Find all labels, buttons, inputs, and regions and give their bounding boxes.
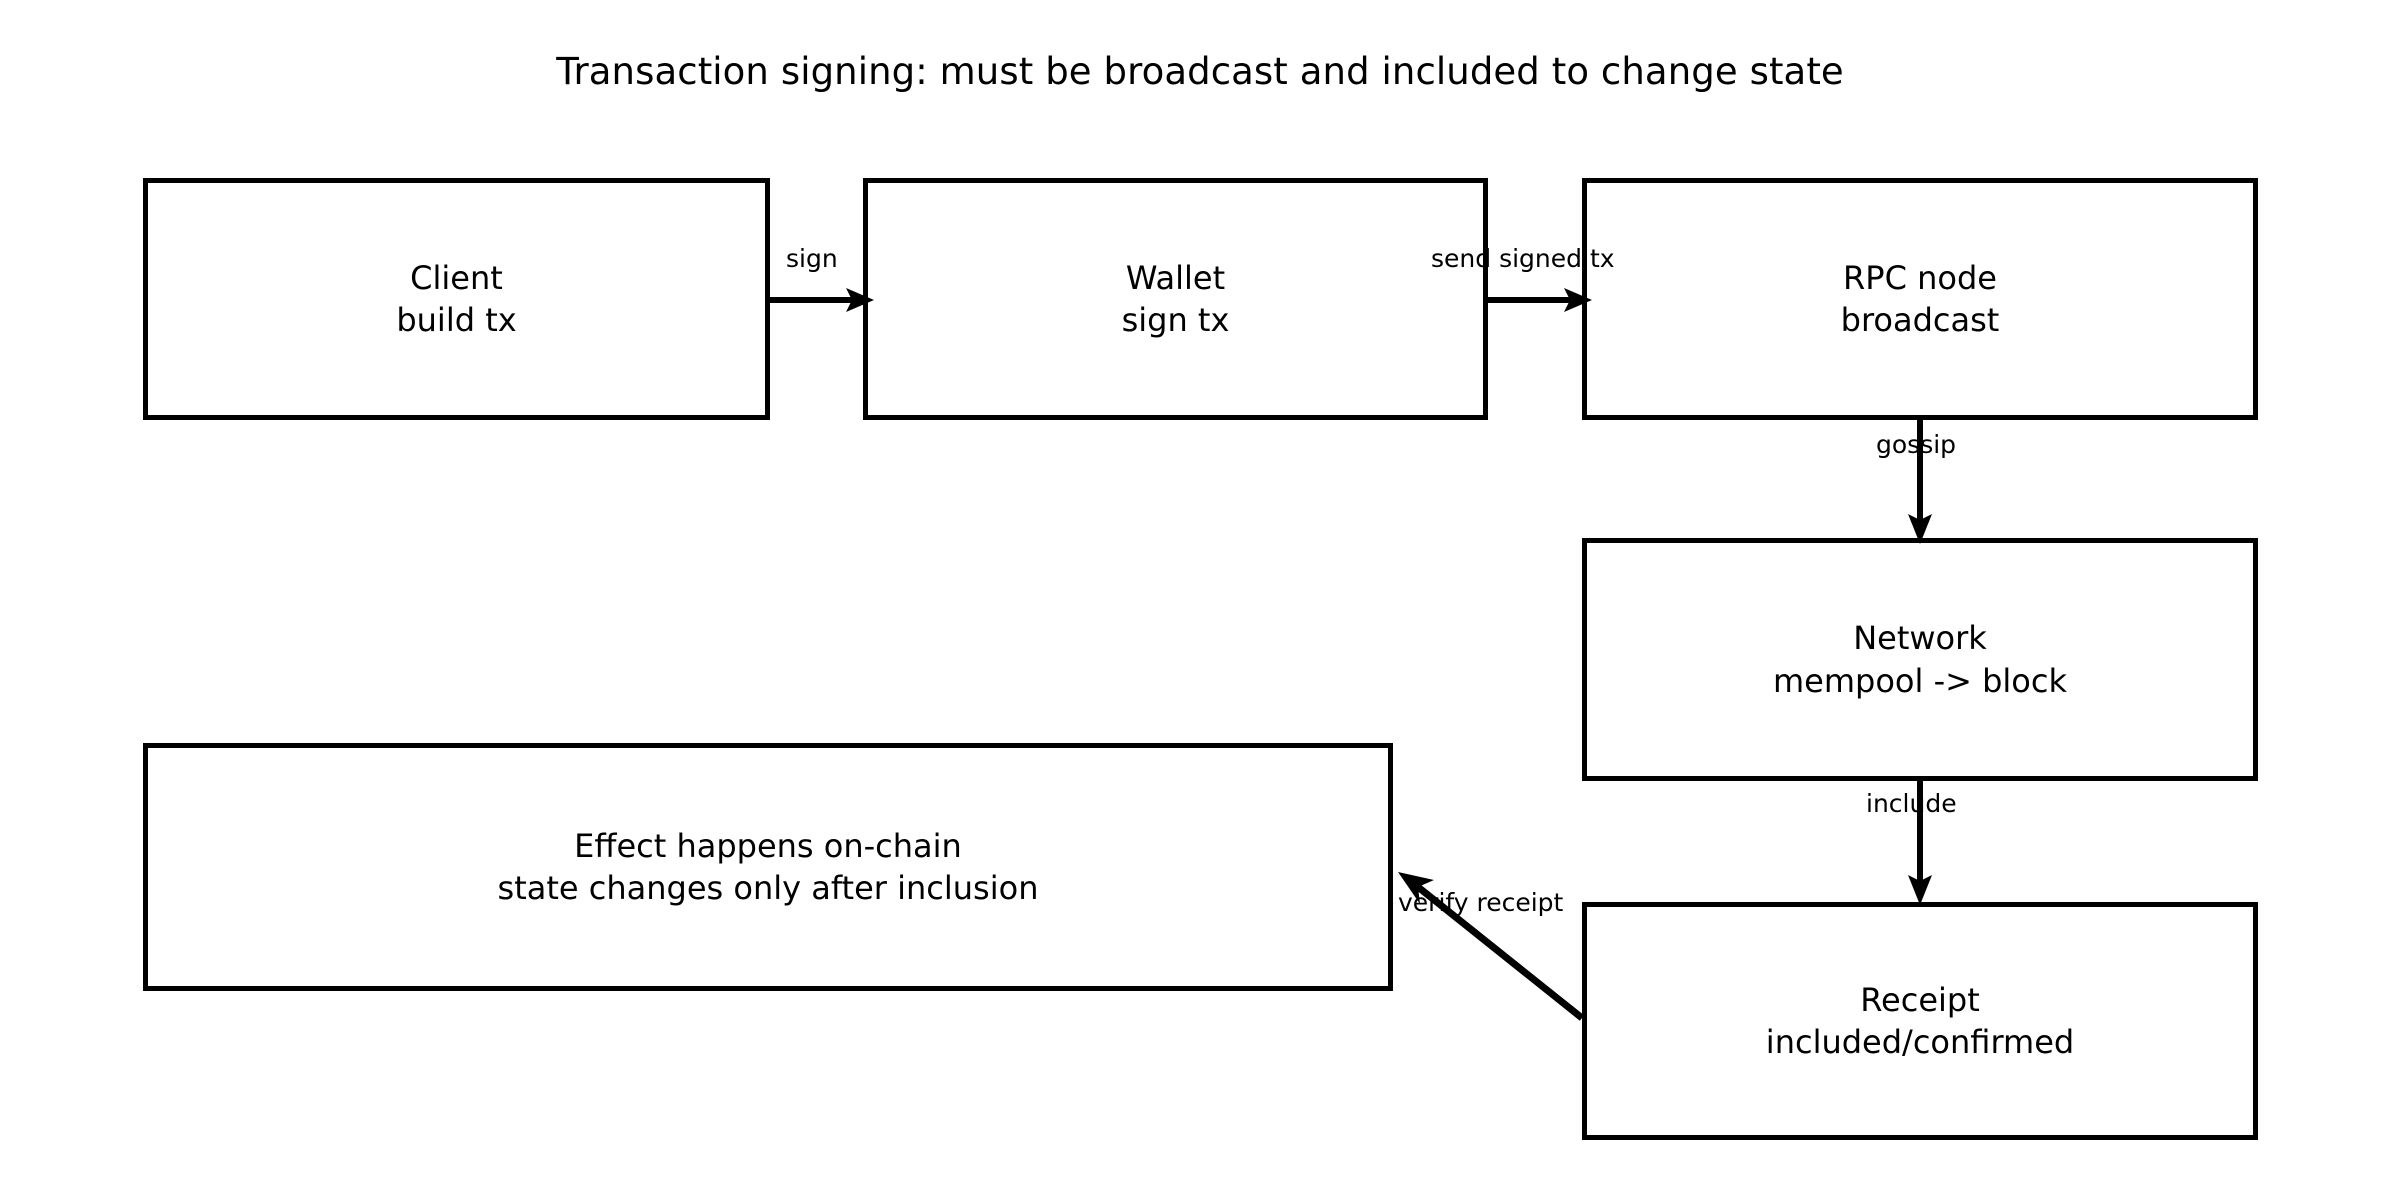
edge-label-gossip: gossip xyxy=(1876,430,1957,459)
arrow-gossip-icon xyxy=(1908,416,1932,544)
node-effect-line1: Effect happens on-chain xyxy=(574,826,962,865)
node-wallet-line1: Wallet xyxy=(1125,258,1226,297)
node-network-line2: mempool -> block xyxy=(1773,661,2067,700)
arrow-sign-icon xyxy=(766,288,874,312)
edge-label-send-signed-tx: send signed tx xyxy=(1431,244,1615,273)
node-client[interactable]: Client build tx xyxy=(143,178,770,420)
page-title: Transaction signing: must be broadcast a… xyxy=(556,50,1844,93)
node-rpc-line2: broadcast xyxy=(1840,301,2000,339)
node-network[interactable]: Network mempool -> block xyxy=(1582,538,2258,781)
node-effect-line2: state changes only after inclusion xyxy=(497,869,1039,907)
node-receipt[interactable]: Receipt included/confirmed xyxy=(1582,902,2258,1140)
node-wallet-line2: sign tx xyxy=(1121,301,1230,339)
node-receipt-line2: included/confirmed xyxy=(1765,1023,2075,1061)
node-network-line1: Network xyxy=(1853,619,1987,658)
edge-label-include: include xyxy=(1866,789,1957,818)
node-wallet[interactable]: Wallet sign tx xyxy=(863,178,1488,420)
arrow-include-icon xyxy=(1908,777,1932,905)
edge-label-sign: sign xyxy=(786,244,838,273)
node-client-line2: build tx xyxy=(396,301,517,339)
arrow-verify-receipt-icon xyxy=(1398,872,1585,1021)
arrow-send-signed-tx-icon xyxy=(1484,288,1592,312)
node-effect-on-chain[interactable]: Effect happens on-chain state changes on… xyxy=(143,743,1393,991)
node-client-line1: Client xyxy=(410,258,503,297)
node-rpc-line1: RPC node xyxy=(1843,258,1997,297)
edge-label-verify-receipt: verify receipt xyxy=(1398,888,1564,917)
node-receipt-line1: Receipt xyxy=(1860,980,1980,1019)
node-rpc-node[interactable]: RPC node broadcast xyxy=(1582,178,2258,420)
